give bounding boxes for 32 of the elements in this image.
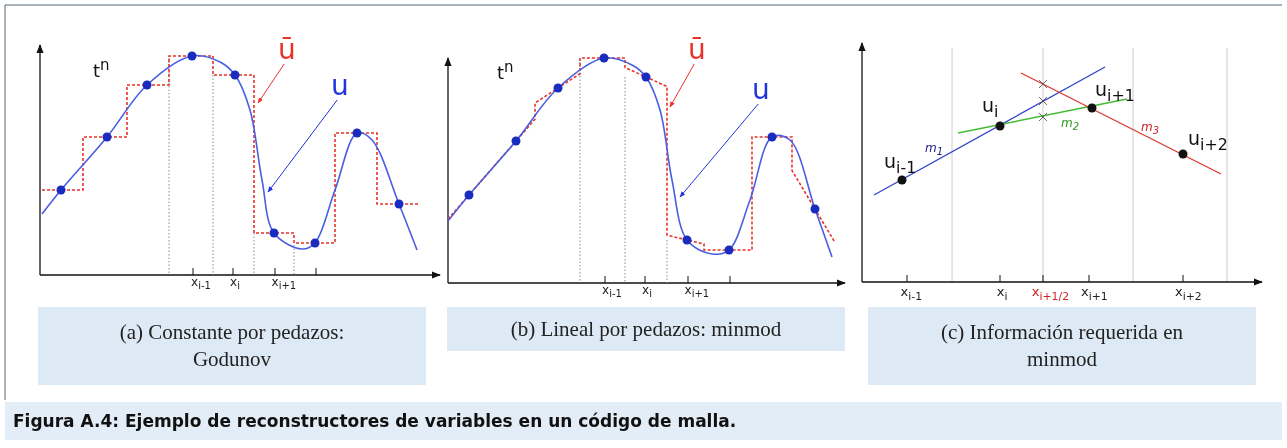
curve-label: ū: [688, 36, 706, 64]
tick-label: x$_{i}$: [642, 284, 652, 300]
curve-label: u: [331, 72, 349, 100]
tick-label: x$_{i-1}$: [602, 284, 622, 300]
curve-label: u: [752, 76, 770, 104]
axis-label: t$^{n}$: [497, 60, 514, 82]
subfigure-caption: (a) Constante por pedazos: Godunov: [38, 307, 426, 385]
tick-label: x$_{i}$: [230, 276, 240, 292]
figure-caption: Figura A.4: Ejemplo de reconstructores de variables en un código de malla.: [5, 402, 1282, 440]
point-label: u$_{i+2}$: [1188, 129, 1228, 153]
subfigure-caption: (c) Información requerida en minmod: [868, 307, 1256, 385]
tick-label: x$_{i-1}$: [191, 276, 211, 292]
point-label: u$_{i-1}$: [884, 152, 917, 176]
subfigure-caption: (b) Lineal por pedazos: minmod: [447, 307, 845, 351]
tick-label: x$_{i+1}$: [684, 284, 710, 300]
leader-arrow: [257, 63, 285, 104]
slope-label: m$_{3}$: [1141, 121, 1160, 137]
slope-label: m$_{2}$: [1061, 117, 1080, 133]
leader-arrow: [679, 103, 759, 198]
curve-label: ū: [278, 36, 296, 64]
tick-label: x$_{i+2}$: [1175, 285, 1202, 303]
tick-label: x$_{i}$: [996, 285, 1008, 303]
tick-label: x$_{i-1}$: [900, 285, 923, 303]
point-label: u$_{i+1}$: [1095, 80, 1135, 104]
tick-label: x$_{i+1}$: [271, 276, 297, 292]
axis-label: t$^{n}$: [93, 58, 110, 80]
slope-label: m$_{1}$: [925, 142, 944, 158]
tick-label: x$_{i+1}$: [1081, 285, 1108, 303]
leader-arrow: [669, 63, 695, 108]
tick-label: x$_{i+1/2}$: [1031, 285, 1070, 303]
leader-arrow: [267, 99, 338, 193]
point-label: u$_{i}$: [982, 96, 999, 120]
